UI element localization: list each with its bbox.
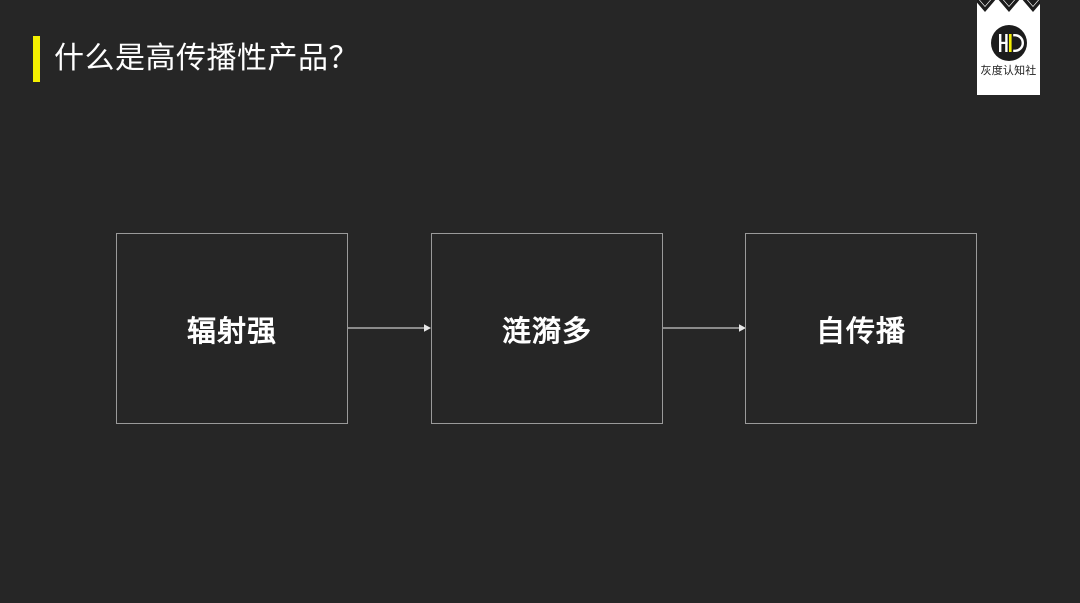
flow-node-1-label: 辐射强 [186, 315, 277, 348]
brand-logo-card: 灰度认知社 [977, 0, 1040, 95]
flow-node-2-label: 涟漪多 [501, 315, 592, 348]
flow-node-1[interactable]: 辐射强 [116, 233, 348, 424]
page-title: 什么是高传播性产品？ [33, 36, 359, 82]
flow-node-2[interactable]: 涟漪多 [431, 233, 663, 424]
flow-diagram: 辐射强 涟漪多 自传播 [116, 233, 977, 424]
flow-node-3-label: 自传播 [815, 315, 906, 348]
brand-name-label: 灰度认知社 [980, 65, 1037, 77]
title-label: 什么是高传播性产品？ [54, 42, 359, 75]
flow-node-3[interactable]: 自传播 [745, 233, 977, 424]
brand-emblem-icon [990, 25, 1027, 61]
flow-arrow-2-icon [663, 324, 746, 332]
title-accent-bar [33, 36, 40, 82]
flow-arrow-1-icon [348, 324, 431, 332]
zigzag-pattern-icon [977, 0, 1040, 12]
